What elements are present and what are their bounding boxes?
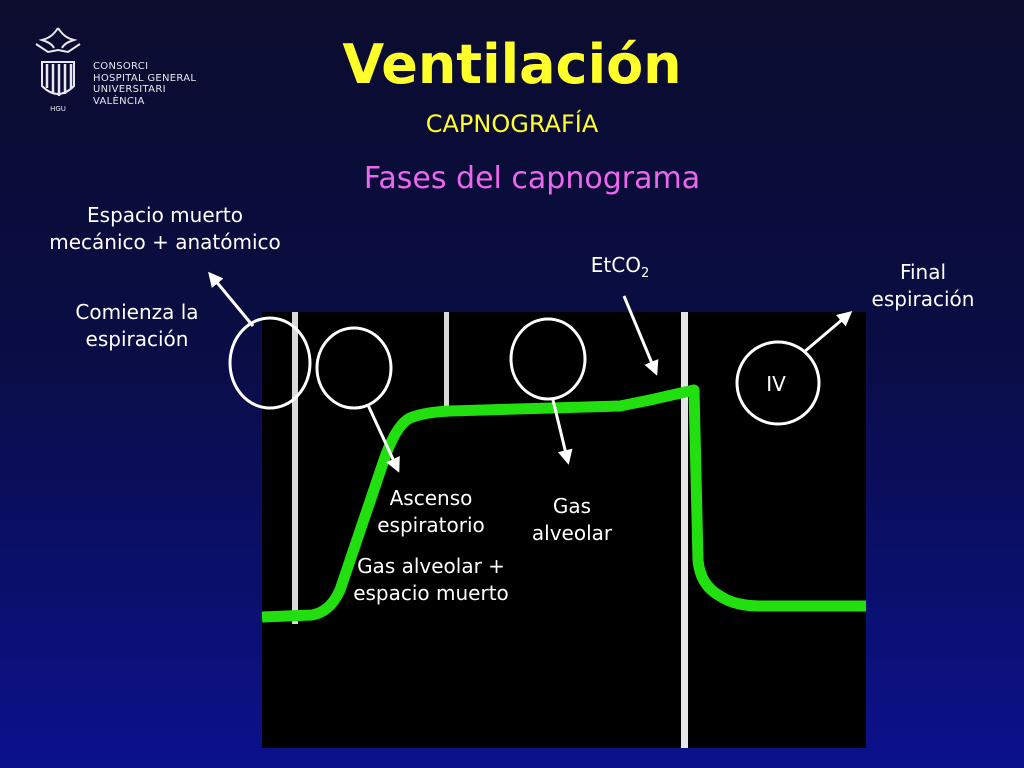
hospital-logo: HGU [35,27,81,113]
final-expiration-arrow [803,311,853,354]
etco2-base: EtCO [590,253,641,277]
ascent-arrow [366,404,400,473]
dead-space-arrow [208,271,255,327]
logo-text: CONSORCI HOSPITAL GENERAL UNIVERSITARI V… [93,61,196,107]
ascent-label: Ascenso espiratorio [352,485,510,539]
alveolar-circle [509,317,587,401]
label-line: Espacio muerto [87,203,243,227]
label-line: Ascenso [389,486,473,510]
logo-line: VALÈNCIA [93,95,145,107]
logo-initials: HGU [50,105,66,113]
scope-line [681,312,688,748]
scope-line [292,312,298,624]
etco2-arrow [622,295,659,376]
scope-line [444,312,449,412]
slide-subtitle: CAPNOGRAFÍA [425,110,599,138]
final-expiration-label: Final espiración [856,259,990,313]
ascent-circle [315,326,393,410]
phase-iv-label: IV [766,372,786,396]
alveolar-gas-label: Gas alveolar [516,493,628,547]
label-line: Final [899,260,947,284]
bat-crest-icon [38,27,78,49]
phase-iv-circle [735,340,821,426]
label-line: espiratorio [377,513,485,537]
slide-title: Ventilación [342,33,682,96]
phase-start-circle [228,316,312,410]
logo-line: HOSPITAL GENERAL [93,72,197,84]
label-line: Comienza la [75,300,199,324]
etco2-subscript: 2 [640,266,650,281]
alveolar-dead-space-label: Gas alveolar + espacio muerto [336,553,526,607]
label-line: mecánico + anatómico [49,230,281,254]
alveolar-arrow [551,399,573,465]
label-line: Gas [552,494,592,518]
dead-space-label: Espacio muerto mecánico + anatómico [30,202,300,256]
logo-line: CONSORCI [93,61,149,72]
etco2-label: EtCO2 [570,252,670,287]
label-line: espiración [871,287,975,311]
label-line: espiración [85,327,189,351]
label-line: Gas alveolar + [357,554,505,578]
logo-line: UNIVERSITARI [93,84,166,95]
label-line: espacio muerto [353,581,509,605]
section-heading: Fases del capnograma [363,161,701,196]
start-expiration-label: Comienza la espiración [58,299,216,353]
label-line: alveolar [531,521,613,545]
capnogram-trace [261,384,866,623]
